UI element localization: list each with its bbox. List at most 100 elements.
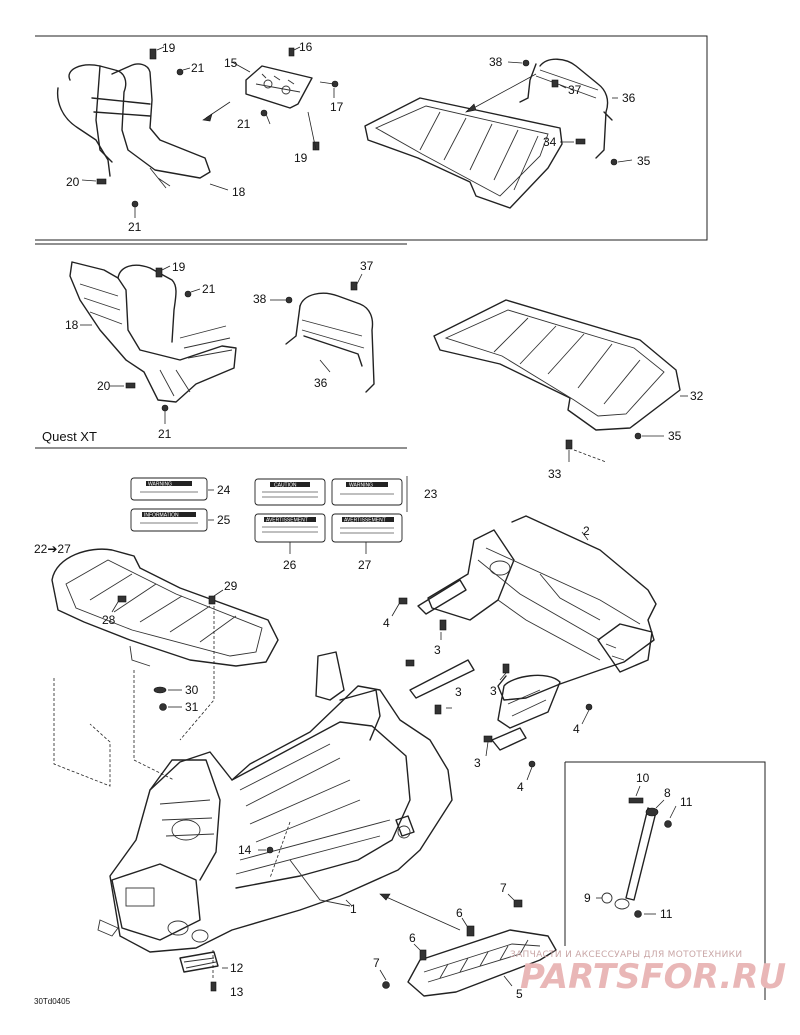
callout-13: 13: [230, 985, 244, 999]
callout-8: 8: [664, 786, 671, 800]
rear-link-lower: [409, 659, 475, 699]
decal-25: INFORMATION: [130, 508, 208, 532]
callout-16: 16: [299, 40, 313, 54]
nut-4b: [585, 703, 593, 711]
svg-text:WARNING: WARNING: [349, 483, 373, 489]
watermark-caption: ЗАПЧАСТИ И АКСЕССУАРЫ ДЛЯ МОТОТЕХНИКИ: [510, 950, 742, 960]
top-panel-border: [35, 35, 708, 241]
bolt-37-xt: [350, 281, 358, 291]
washer-38-xt: [285, 296, 293, 304]
callout-34: 34: [543, 135, 557, 149]
top-panel: 19 21 15 16 17 21 19 20 21 18 38 37 36 3…: [35, 35, 708, 245]
callout-4: 4: [383, 616, 390, 630]
callout-5: 5: [516, 987, 523, 1001]
callout-9: 9: [584, 891, 591, 905]
tie-rod-box-border: [565, 761, 766, 1000]
callout-37: 37: [568, 83, 582, 97]
svg-text:WARNING: WARNING: [148, 482, 172, 488]
nut-7-top: [513, 899, 523, 908]
bolt-34: [575, 138, 586, 145]
drawing-code: 30Td0405: [34, 997, 71, 1006]
bolt-6-bottom: [419, 949, 427, 961]
callout-30: 30: [185, 683, 199, 697]
callout-17: 17: [330, 100, 344, 114]
callout-20: 20: [97, 379, 111, 393]
callout-21: 21: [158, 427, 172, 441]
rear-link-bottom: [491, 727, 527, 751]
labels-top: 19 21 15 16 17 21 19 20 21 18 38 37 36 3…: [66, 40, 651, 234]
front-rack-assembly: 22➔27 29 28 30 31: [34, 542, 279, 787]
callout-3: 3: [490, 684, 497, 698]
callout-21: 21: [202, 282, 216, 296]
bracket-left: [97, 919, 119, 937]
arrow-footrest: [379, 893, 391, 901]
callout-3: 3: [434, 643, 441, 657]
callout-35: 35: [668, 429, 682, 443]
callout-22-27: 22➔27: [34, 542, 71, 556]
nut-21-xt: [184, 290, 192, 298]
decals-group: WARNING INFORMATION CAUTION WARNING AVER…: [130, 476, 438, 572]
washer-30: [153, 686, 167, 694]
nut-35-top: [610, 158, 618, 166]
callout-12: 12: [230, 961, 244, 975]
watermark: ЗАПЧАСТИ И АКСЕССУАРЫ ДЛЯ МОТОТЕХНИКИ PA…: [510, 950, 786, 997]
bolt-19-top: [149, 48, 157, 60]
bolt-3a: [439, 619, 447, 631]
callout-26: 26: [283, 558, 297, 572]
front-bumper-xt-part-18: [69, 261, 237, 403]
nut-11-bottom: [634, 910, 642, 918]
bolt-6-top: [466, 925, 475, 937]
nut-21-bottom: [131, 200, 139, 208]
callout-15: 15: [224, 56, 238, 70]
bolt-3b: [434, 704, 442, 715]
callout-18: 18: [65, 318, 79, 332]
callout-3: 3: [474, 756, 481, 770]
nut-11-top: [664, 820, 672, 828]
callout-23: 23: [424, 487, 438, 501]
bolt-4a: [398, 597, 408, 605]
callout-21: 21: [237, 117, 251, 131]
decal-23-warning: WARNING: [331, 478, 403, 506]
rack-dashed-guide: [53, 678, 111, 787]
bolt-16: [288, 47, 295, 57]
nut-31: [159, 703, 167, 711]
svg-text:AVERTISSEMENT: AVERTISSEMENT: [344, 518, 386, 524]
callout-3: 3: [455, 685, 462, 699]
callout-7: 7: [373, 956, 380, 970]
callout-32: 32: [690, 389, 704, 403]
callout-7: 7: [500, 881, 507, 895]
callout-19: 19: [172, 260, 186, 274]
leaders-top: [81, 46, 633, 218]
bolt-33: [565, 439, 573, 450]
nut-14: [266, 846, 274, 854]
callout-36: 36: [622, 91, 636, 105]
svg-text:INFORMATION: INFORMATION: [144, 513, 179, 519]
bolt-20-xt: [125, 382, 136, 389]
callout-35: 35: [637, 154, 651, 168]
bushing-9: [601, 892, 613, 904]
callout-38: 38: [253, 292, 267, 306]
rear-link-upper: [417, 579, 467, 615]
callout-1: 1: [350, 902, 357, 916]
arrow-bumper: [202, 113, 213, 122]
tie-rod-panel: 10 8 11 9 11: [564, 761, 766, 1000]
hardware-top: [96, 47, 618, 208]
bolt-3c: [502, 663, 510, 674]
suspension-hardware: 4 3 3 3 3 4 4: [383, 579, 593, 794]
callout-28: 28: [102, 613, 116, 627]
callout-6: 6: [409, 931, 416, 945]
section-title-quest-xt: Quest XT: [42, 429, 97, 444]
callout-18: 18: [232, 185, 246, 199]
callout-21: 21: [191, 61, 205, 75]
callout-37: 37: [360, 259, 374, 273]
callout-14: 14: [238, 843, 252, 857]
callout-33: 33: [548, 467, 562, 481]
nut-7-bottom: [382, 981, 390, 989]
nut-21-top: [176, 68, 184, 76]
arrow-rack: [465, 103, 477, 113]
callout-4: 4: [517, 780, 524, 794]
decal-23-caution: CAUTION: [254, 478, 326, 506]
svg-text:AVERTISSEMENT: AVERTISSEMENT: [266, 518, 308, 524]
callout-6: 6: [456, 906, 463, 920]
